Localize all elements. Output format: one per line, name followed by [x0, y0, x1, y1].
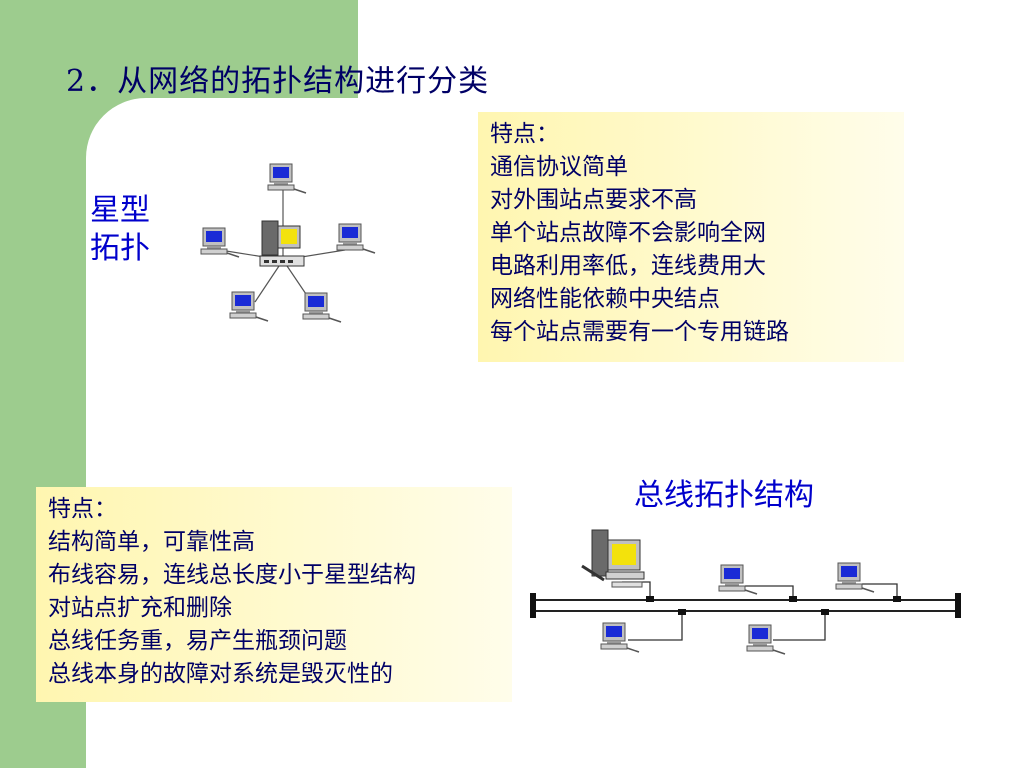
star-note-line: 网络性能依赖中央结点 [490, 286, 720, 312]
star-note-line: 单个站点故障不会影响全网 [490, 220, 766, 246]
star-note-line: 电路利用率低，连线费用大 [490, 253, 766, 279]
star-topology-label: 星型 拓扑 [90, 192, 170, 268]
star-note-line: 特点： [490, 121, 559, 147]
star-topology-notes: 特点： 通信协议简单 对外围站点要求不高 单个站点故障不会影响全网 电路利用率低… [478, 112, 904, 362]
bus-topology-notes: 特点： 结构简单，可靠性高 布线容易，连线总长度小于星型结构 对站点扩充和删除 … [36, 487, 512, 702]
hub-icon [259, 255, 305, 267]
star-topology-label-line-2: 拓扑 [90, 231, 150, 266]
star-note-line: 对外围站点要求不高 [490, 187, 697, 213]
star-note-line: 每个站点需要有一个专用链路 [490, 319, 789, 345]
bus-tap-icon [646, 596, 901, 615]
server-icon [581, 529, 645, 588]
computer-icon [600, 622, 640, 653]
star-note-line: 通信协议简单 [490, 154, 628, 180]
star-topology-label-line-1: 星型 [90, 193, 150, 228]
bus-topology-label: 总线拓扑结构 [634, 478, 814, 513]
bus-note-line: 总线本身的故障对系统是毁灭性的 [48, 661, 393, 687]
bus-note-line: 对站点扩充和删除 [48, 595, 232, 621]
bus-note-line: 总线任务重，易产生瓶颈问题 [48, 628, 347, 654]
bus-note-line: 特点： [48, 496, 117, 522]
server-icon [261, 220, 301, 256]
slide-title: 2．从网络的拓扑结构进行分类 [66, 64, 490, 99]
bus-cable [530, 593, 961, 618]
bus-note-line: 结构简单，可靠性高 [48, 529, 255, 555]
computer-icon [835, 562, 875, 593]
computer-icon [718, 564, 758, 595]
bus-note-line: 布线容易，连线总长度小于星型结构 [48, 562, 416, 588]
